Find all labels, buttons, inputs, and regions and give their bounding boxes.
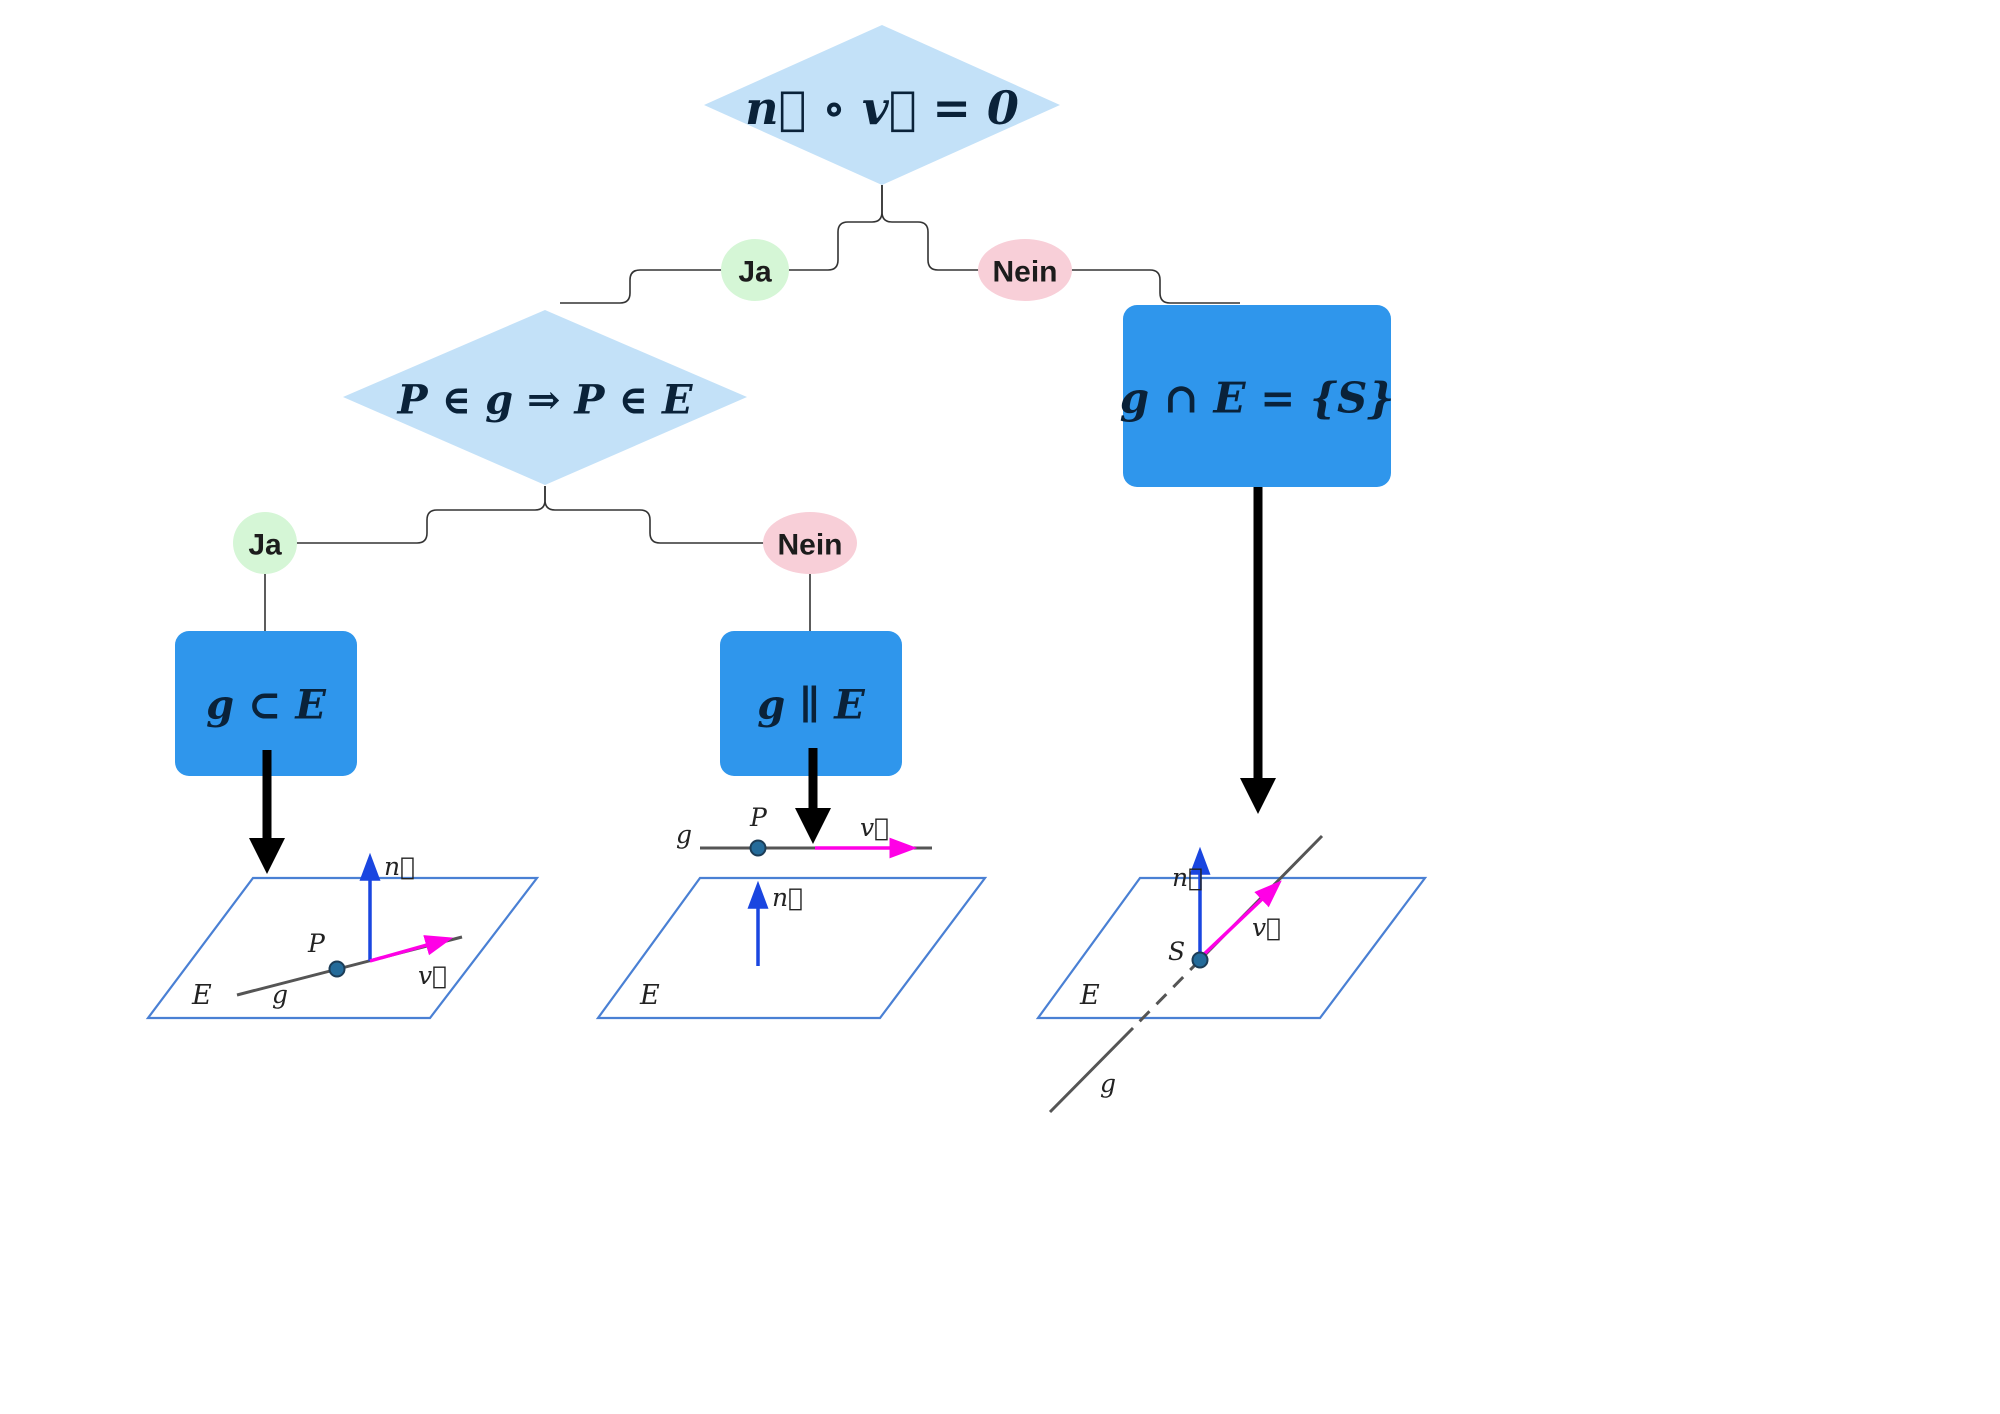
line-g-label: g bbox=[676, 820, 692, 849]
line-g-label: g bbox=[272, 980, 288, 1009]
direction-vector bbox=[369, 935, 454, 963]
direction-vector-label: v⃗ bbox=[1252, 913, 1281, 942]
point-p-label: P bbox=[307, 929, 326, 958]
point-s bbox=[1191, 951, 1209, 969]
branch-nein-1 bbox=[978, 239, 1072, 301]
normal-vector-label: n⃗ bbox=[1172, 863, 1203, 892]
decision-diamond-root bbox=[704, 25, 1060, 185]
point-p-label: P bbox=[749, 803, 768, 832]
diagram-intersection: E g n⃗ v⃗ S bbox=[1035, 834, 1428, 1114]
normal-vector-label: n⃗ bbox=[772, 883, 803, 912]
thick-arrow-subset bbox=[249, 750, 285, 874]
branch-ja-1-label: Ja bbox=[738, 256, 772, 289]
branch-nein-1-label: Nein bbox=[992, 256, 1057, 289]
connector-root-to-nein bbox=[881, 185, 1240, 304]
connector-check-to-ja bbox=[270, 486, 546, 544]
plane-label: E bbox=[191, 980, 212, 1011]
point-check-label: P ∈ g ⇒ P ∈ E bbox=[397, 377, 693, 424]
branch-ja-2-label: Ja bbox=[248, 529, 282, 562]
result-box-parallel bbox=[720, 631, 902, 776]
point-p bbox=[749, 839, 767, 857]
plane-shape bbox=[595, 876, 988, 1020]
plane-label: E bbox=[639, 980, 660, 1011]
branch-ja-1 bbox=[721, 239, 789, 301]
decision-diamond-point-check bbox=[343, 310, 747, 485]
direction-vector-label: v⃗ bbox=[860, 813, 889, 842]
thick-arrow-parallel bbox=[795, 748, 831, 844]
parallel-label: g ∥ E bbox=[757, 682, 865, 729]
plane-shape bbox=[1035, 876, 1428, 1020]
line-g-hidden bbox=[1131, 958, 1202, 1030]
thick-arrow-intersection bbox=[1240, 487, 1276, 814]
point-s-label: S bbox=[1168, 937, 1185, 966]
intersection-label: g ∩ E = {S} bbox=[1120, 374, 1395, 423]
normal-vector-label: n⃗ bbox=[384, 852, 415, 881]
line-g-lower bbox=[1048, 1026, 1135, 1114]
root-condition-label: n⃗ ∘ v⃗ = 0 bbox=[745, 81, 1019, 135]
branch-ja-2 bbox=[233, 512, 297, 574]
diagram-line-in-plane: E g P n⃗ v⃗ bbox=[145, 852, 540, 1020]
result-box-subset bbox=[175, 631, 357, 776]
direction-vector-label: v⃗ bbox=[418, 961, 447, 990]
result-box-intersection bbox=[1123, 305, 1391, 487]
subset-label: g ⊂ E bbox=[206, 682, 326, 729]
point-p bbox=[328, 960, 346, 978]
branch-nein-2 bbox=[763, 512, 857, 574]
direction-vector bbox=[1198, 880, 1282, 960]
branch-nein-2-label: Nein bbox=[777, 529, 842, 562]
line-g-label: g bbox=[1100, 1069, 1116, 1098]
plane-label: E bbox=[1079, 980, 1100, 1011]
connector-check-to-nein bbox=[544, 486, 805, 544]
diagram-parallel: g P v⃗ E n⃗ bbox=[595, 803, 988, 1020]
connector-root-to-ja bbox=[560, 185, 883, 304]
plane-shape bbox=[145, 876, 540, 1020]
